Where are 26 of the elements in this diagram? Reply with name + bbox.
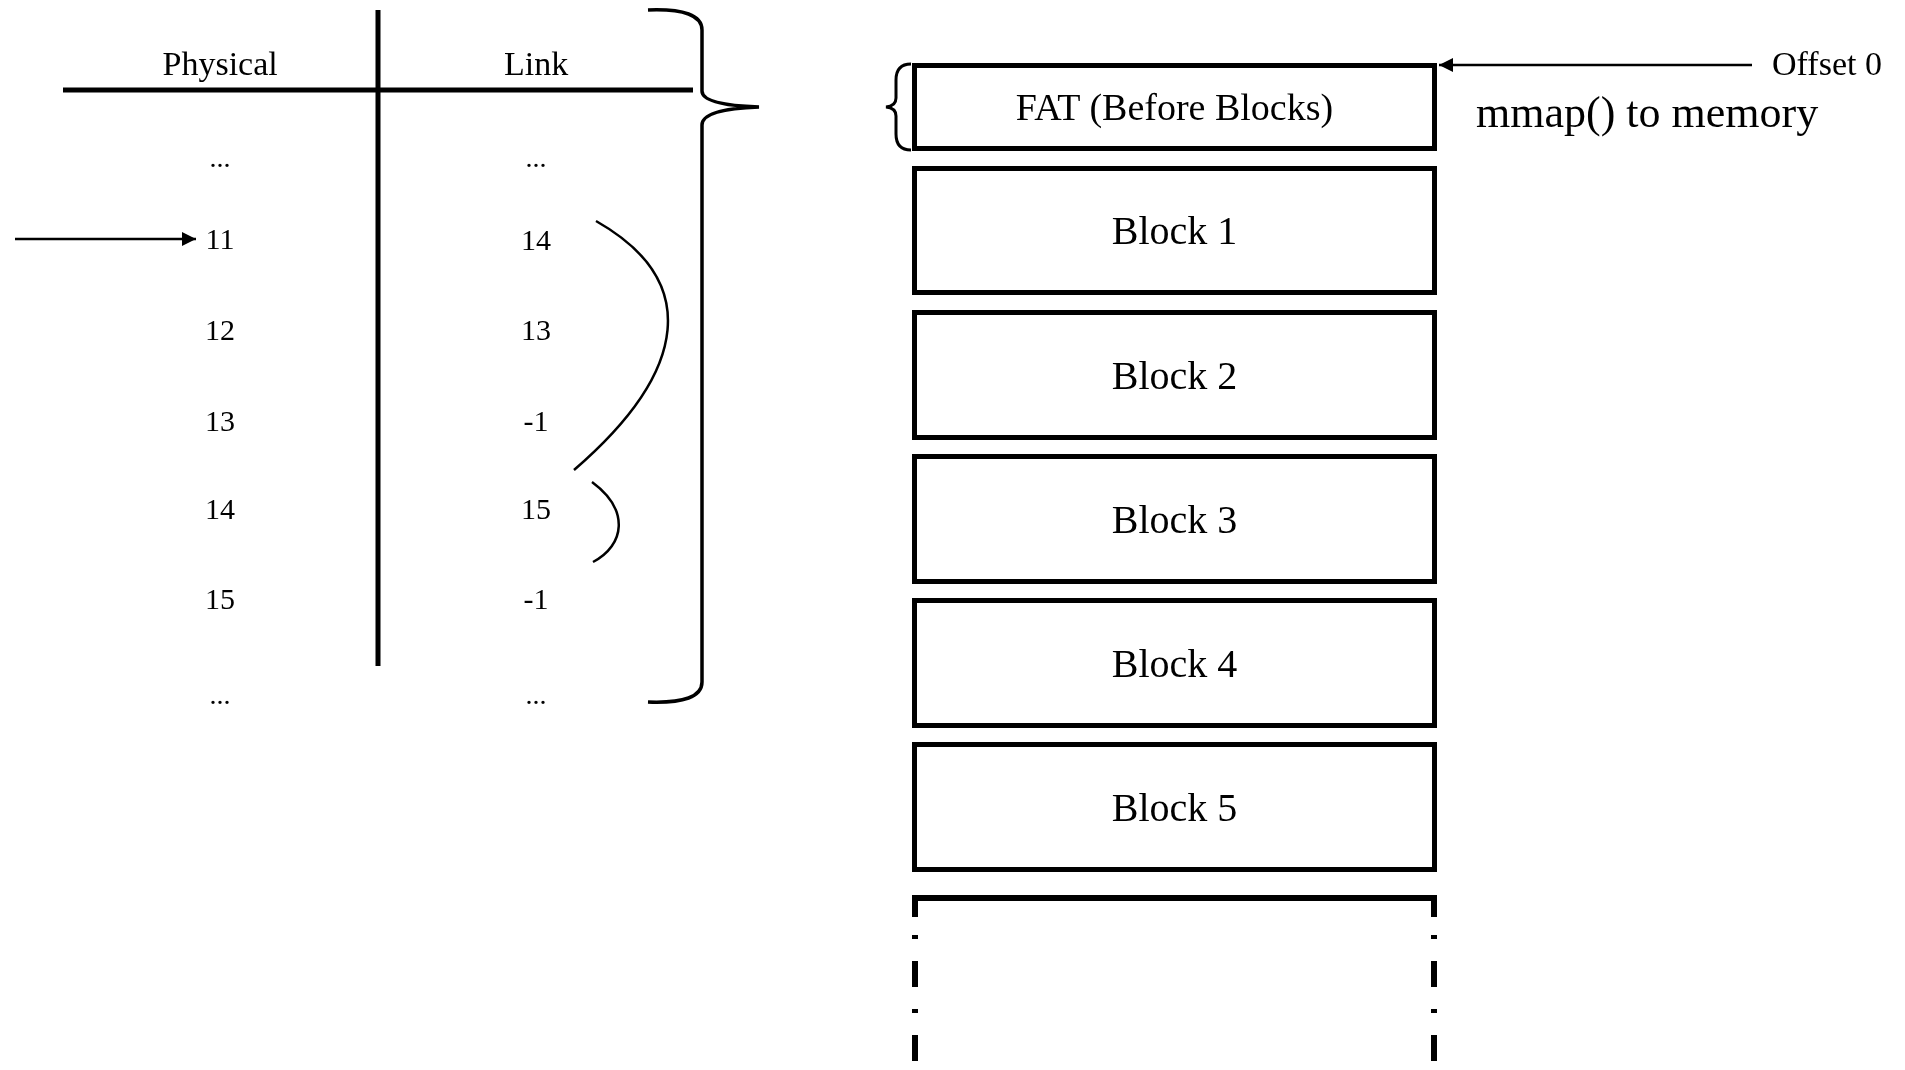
table-cell: ... (209, 679, 231, 711)
table-header: Physical (162, 44, 278, 82)
memory-block-box: Block 5 (912, 742, 1437, 872)
table-cell: 14 (521, 222, 551, 256)
table-cell: ... (525, 679, 547, 711)
fat-region-box: FAT (Before Blocks) (912, 63, 1437, 151)
table-cell: 14 (205, 491, 235, 525)
table-cell: 15 (521, 491, 551, 525)
offset-label: Offset 0 (1752, 44, 1902, 84)
table-cell: 12 (205, 312, 235, 346)
table-cell: -1 (523, 581, 549, 615)
arrow (1439, 58, 1752, 72)
table-cell: 13 (205, 403, 235, 437)
table-cell: 15 (205, 581, 235, 615)
arrow (15, 232, 196, 246)
memory-block-box: Block 3 (912, 454, 1437, 584)
table-cell: 11 (200, 220, 240, 258)
table-cell: -1 (523, 403, 549, 437)
annotation-text: mmap() to memory (1476, 89, 1819, 138)
table-cell: ... (525, 142, 547, 174)
table-header: Link (504, 44, 569, 82)
memory-block-box: Block 1 (912, 166, 1437, 295)
table-cell: 13 (521, 312, 551, 346)
table-cell: ... (209, 142, 231, 174)
memory-block-box: Block 4 (912, 598, 1437, 728)
memory-block-box: Block 2 (912, 310, 1437, 440)
